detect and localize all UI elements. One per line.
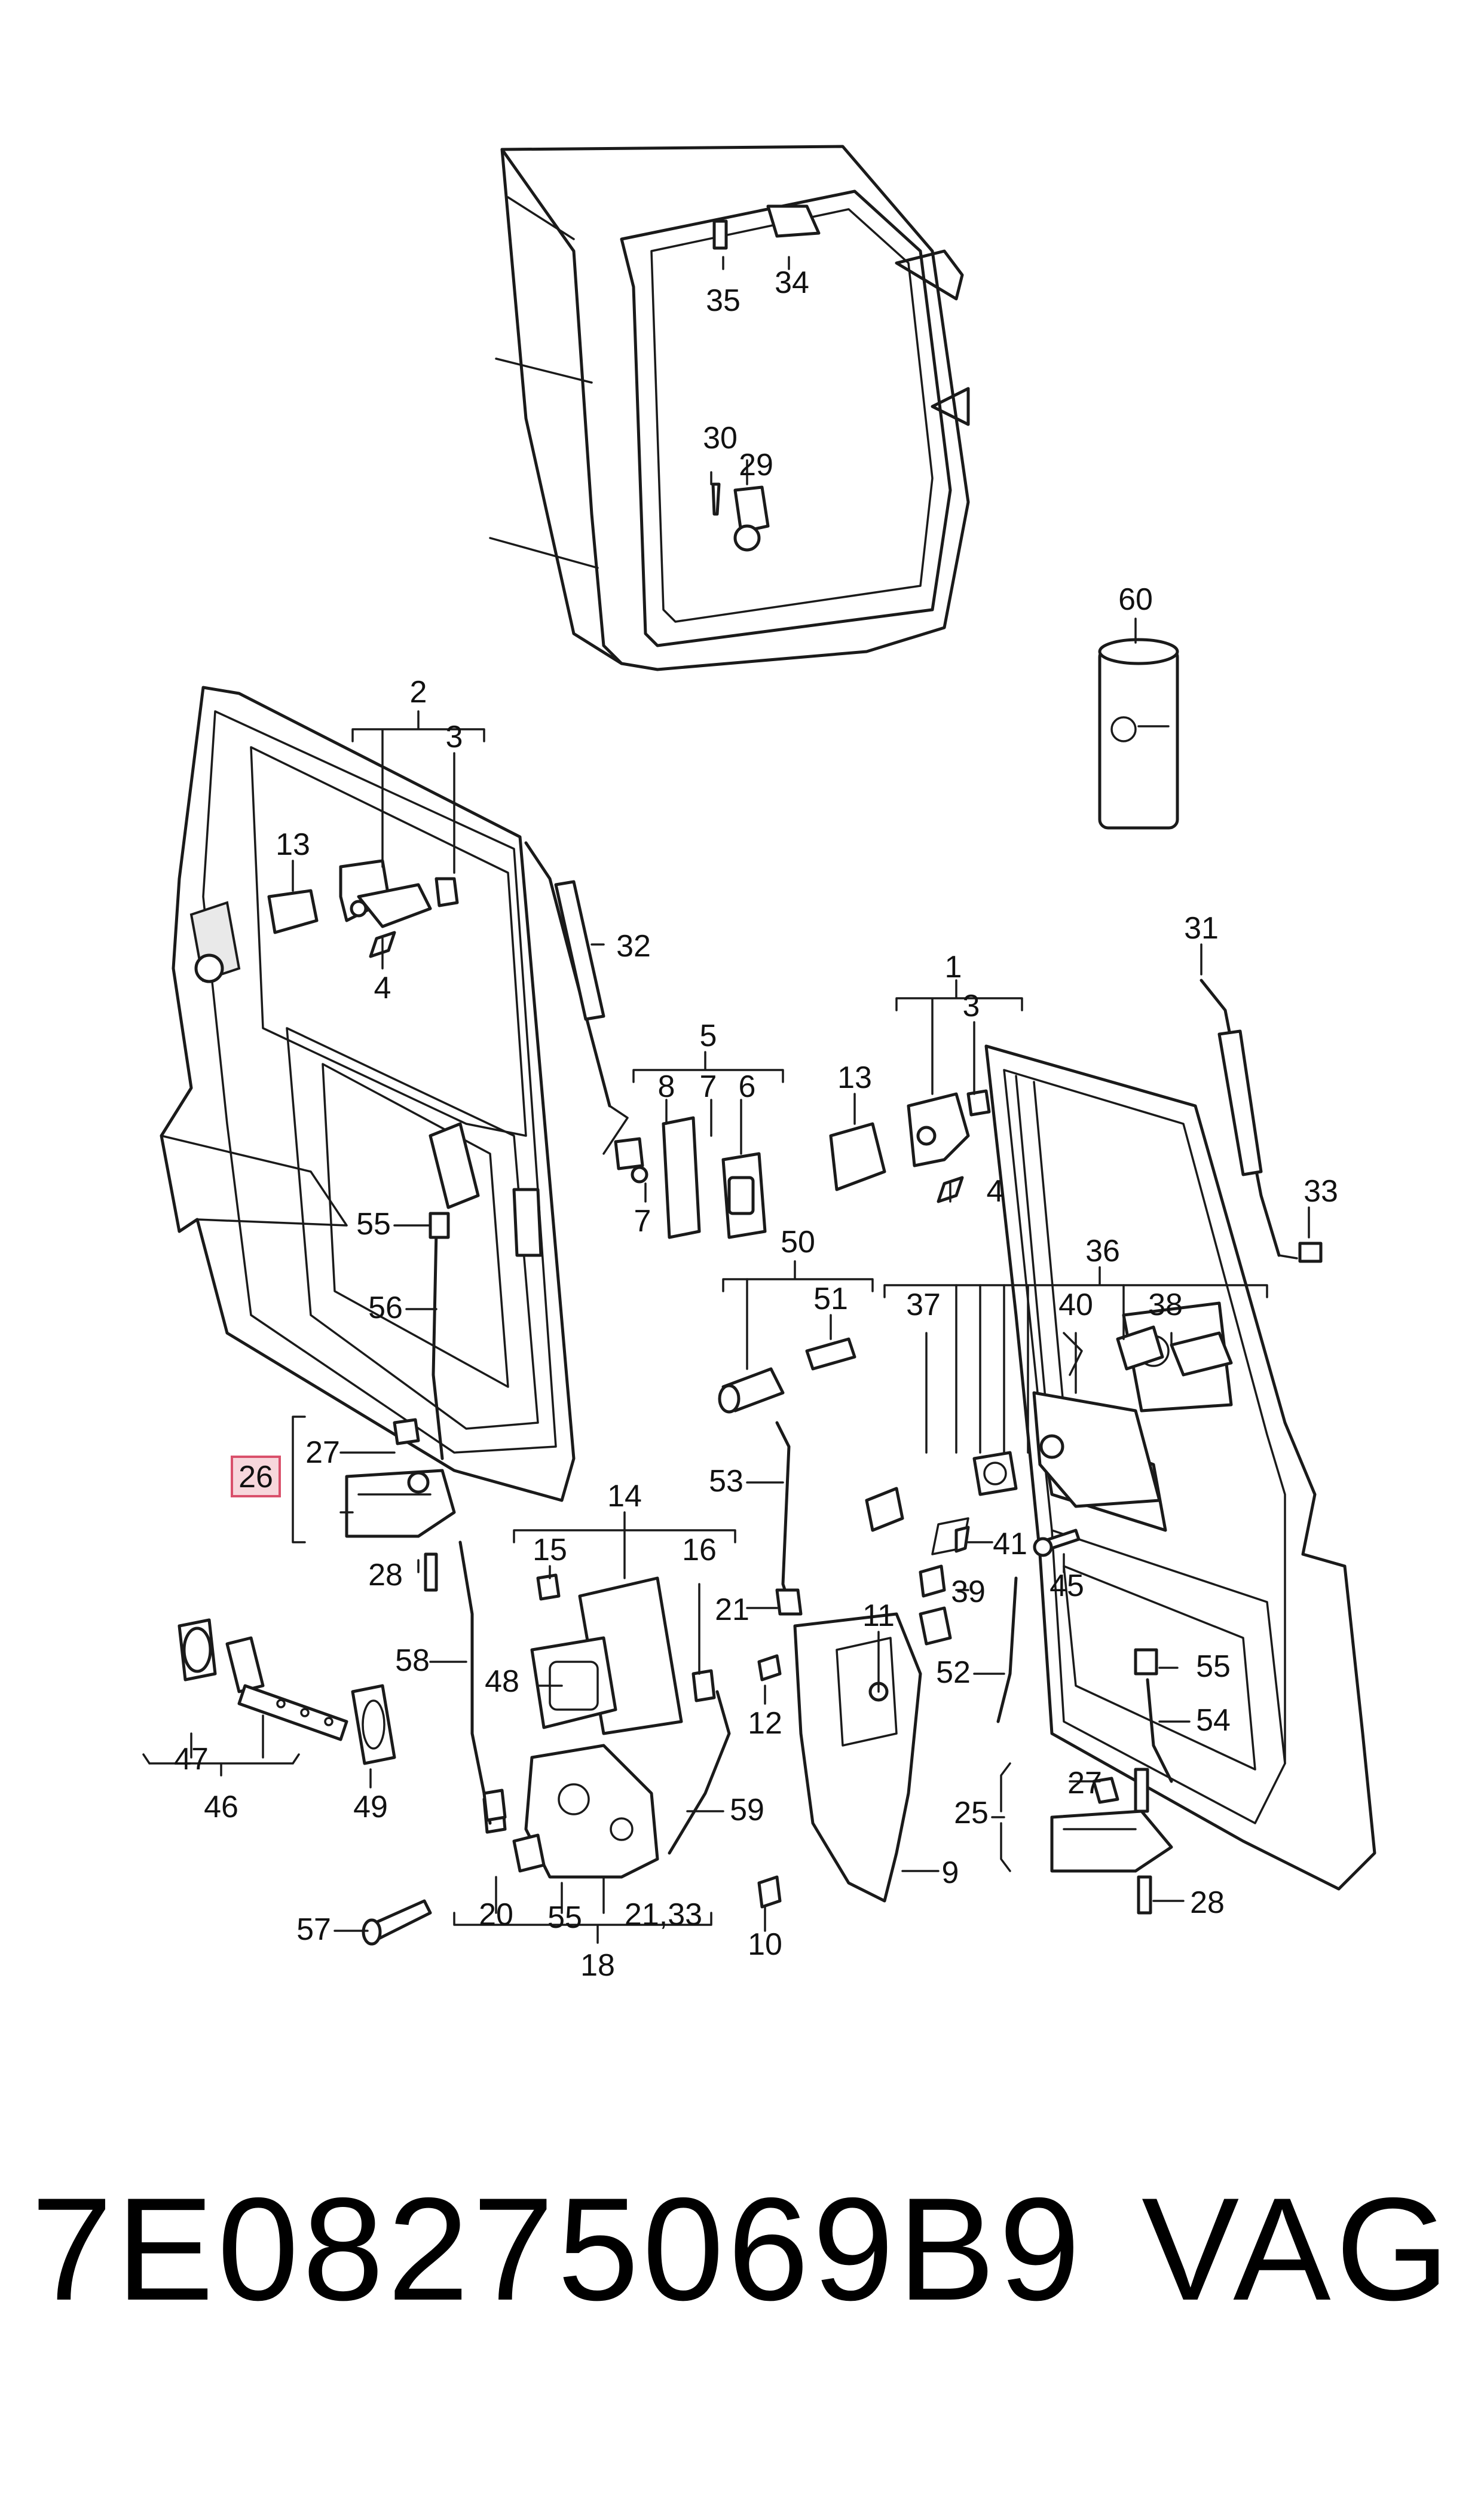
callout: 60	[1118, 582, 1153, 617]
callout: 29	[739, 448, 773, 482]
callout: 32	[616, 929, 651, 964]
gas-strut-32	[524, 841, 629, 1155]
callout: 36	[1085, 1234, 1120, 1268]
callout: 10	[748, 1927, 782, 1962]
callout: 58	[395, 1643, 430, 1678]
callout: 13	[276, 827, 310, 862]
callout-26-highlighted: 26	[238, 1460, 273, 1494]
callout: 56	[368, 1291, 403, 1325]
callout: 7	[700, 1069, 717, 1104]
lock-mechanism-36	[865, 1325, 1233, 1646]
callout: 7	[634, 1204, 651, 1239]
callout: 33	[1304, 1174, 1338, 1209]
rod-54	[1146, 1678, 1173, 1783]
clip-55-left	[429, 1212, 450, 1239]
leader-lines	[142, 256, 1310, 1944]
callout: 55	[1196, 1649, 1231, 1684]
clip-21	[775, 1588, 803, 1616]
rod-58	[458, 1540, 492, 1825]
callout: 13	[837, 1060, 872, 1095]
callout: 37	[906, 1288, 941, 1322]
callout: 21,33	[625, 1897, 702, 1932]
callout: 53	[709, 1464, 743, 1499]
callout: 59	[730, 1793, 764, 1827]
touch-up-can	[1098, 638, 1179, 830]
rod-56	[432, 1230, 444, 1460]
callout: 31	[1184, 911, 1219, 946]
callout: 14	[607, 1479, 642, 1514]
bolt-45-head	[1033, 1537, 1053, 1557]
callout: 50	[781, 1225, 815, 1259]
callout: 25	[954, 1796, 989, 1830]
van-rear-body	[489, 145, 970, 671]
callout: 6	[739, 1069, 756, 1104]
callout: 49	[353, 1790, 388, 1824]
brand-name: VAG	[1142, 2167, 1455, 2331]
gas-strut-31	[1200, 979, 1323, 1263]
callout: 15	[533, 1533, 567, 1567]
highlight-box-26	[231, 1456, 281, 1497]
callout: 57	[296, 1912, 331, 1947]
latch-assembly-18	[482, 1744, 659, 1879]
callout: 12	[748, 1706, 782, 1741]
callout: 46	[204, 1790, 238, 1824]
callout: 16	[682, 1533, 717, 1567]
callout: 8	[658, 1069, 675, 1104]
callout: 55	[547, 1900, 582, 1935]
callout: 34	[775, 265, 809, 300]
lock-cylinder-46	[178, 1618, 348, 1741]
cover-49	[351, 1684, 396, 1765]
clip-55-right	[1134, 1648, 1158, 1676]
callout: 27	[1067, 1766, 1102, 1800]
callout: 11	[862, 1598, 895, 1633]
handle-assembly-5	[614, 1116, 767, 1239]
callout: 5	[700, 1019, 717, 1053]
callout: 38	[1148, 1288, 1183, 1322]
callout: 39	[951, 1575, 986, 1609]
callout: 28	[1190, 1885, 1225, 1920]
callout: 3	[446, 720, 463, 754]
callout: 52	[936, 1655, 971, 1690]
lock-cylinder-50	[718, 1337, 856, 1414]
striker-25	[1050, 1768, 1173, 1915]
callout: 48	[485, 1664, 519, 1699]
callout: 2	[410, 675, 427, 710]
callout: 9	[942, 1855, 959, 1890]
bolt-57	[362, 1899, 432, 1946]
rod-53	[775, 1421, 791, 1604]
rod-59	[668, 1690, 731, 1855]
door-bracket-9	[757, 1612, 922, 1909]
rod-52	[996, 1576, 1018, 1723]
callout: 41	[993, 1527, 1027, 1561]
callout: 27	[305, 1435, 340, 1470]
left-door-panel	[160, 686, 576, 1502]
callout: 28	[368, 1558, 403, 1592]
hinge-assembly-1	[829, 1089, 991, 1203]
callout: 4	[987, 1174, 1004, 1209]
callout: 1	[945, 950, 962, 985]
callout: 4	[374, 971, 391, 1005]
inner-handle-14	[530, 1573, 716, 1735]
callout: 51	[813, 1282, 848, 1316]
callout: 20	[479, 1897, 513, 1932]
part-number: 7E08275069B9	[31, 2167, 1084, 2331]
clip-20	[482, 1789, 507, 1822]
callout: 47	[174, 1742, 209, 1777]
callout: 30	[703, 421, 738, 455]
callout: 40	[1058, 1288, 1093, 1322]
callout: 21	[715, 1592, 749, 1627]
striker-26	[345, 1418, 456, 1592]
callout: 55	[356, 1207, 391, 1242]
callout-labels: 1 2 3 3 4 4 5 6 7 7 8 9 10 11 12 13 13 1…	[174, 265, 1338, 1983]
callout: 35	[706, 283, 741, 318]
callout: 3	[963, 989, 980, 1023]
callout: 45	[1049, 1569, 1084, 1603]
callout: 18	[580, 1948, 615, 1983]
callout: 54	[1196, 1703, 1231, 1738]
hinge-assembly-2	[267, 859, 459, 958]
